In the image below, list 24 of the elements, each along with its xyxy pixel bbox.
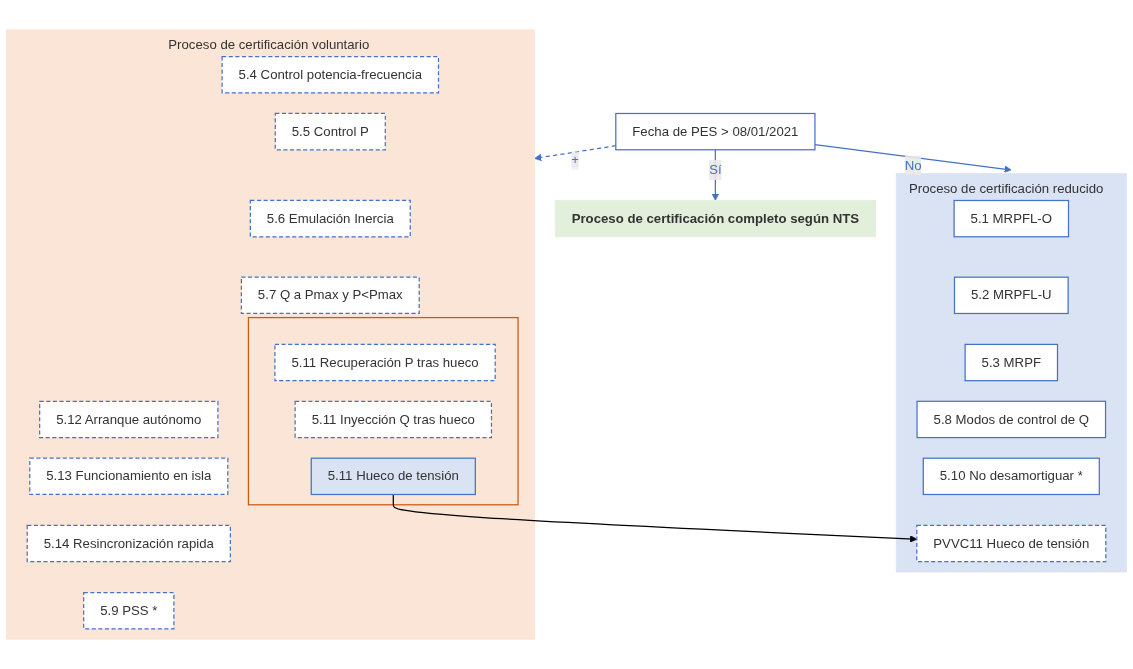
- node-box: 5.11 Inyección Q tras hueco: [294, 400, 493, 439]
- node-box: 5.3 MRPF: [964, 343, 1059, 382]
- edge-label: Sí: [709, 162, 722, 177]
- edge-label: +: [571, 152, 580, 167]
- edge-label: No: [904, 158, 922, 173]
- node-box: 5.11 Recuperación P tras hueco: [274, 343, 496, 382]
- node-box: 5.9 PSS *: [83, 592, 175, 630]
- node-box: 5.5 Control P: [274, 112, 386, 151]
- node-box: PVVC11 Hueco de tensión: [916, 524, 1107, 563]
- node-box: 5.6 Emulación Inercia: [249, 199, 411, 238]
- node-box: 5.10 No desamortiguar *: [922, 457, 1100, 496]
- node-box: 5.4 Control potencia-frecuencia: [221, 55, 440, 94]
- node-box: 5.13 Funcionamiento en isla: [29, 457, 229, 496]
- node-box: 5.8 Modos de control de Q: [916, 400, 1107, 439]
- node-box: 5.1 MRPFL-O: [953, 199, 1070, 238]
- node-box: 5.14 Resincronización rapida: [26, 524, 231, 563]
- arrow: [814, 143, 1012, 173]
- node-box: 5.2 MRPFL-U: [953, 276, 1069, 315]
- node-box: 5.11 Hueco de tensión: [310, 457, 476, 496]
- node-box: 5.7 Q a Pmax y P<Pmax: [240, 276, 420, 315]
- cluster: [247, 316, 519, 506]
- node-box: Fecha de PES > 08/01/2021: [615, 112, 816, 151]
- node-box: 5.12 Arranque autónomo: [39, 400, 219, 439]
- node-box: Proceso de certificación completo según NTS: [554, 200, 876, 238]
